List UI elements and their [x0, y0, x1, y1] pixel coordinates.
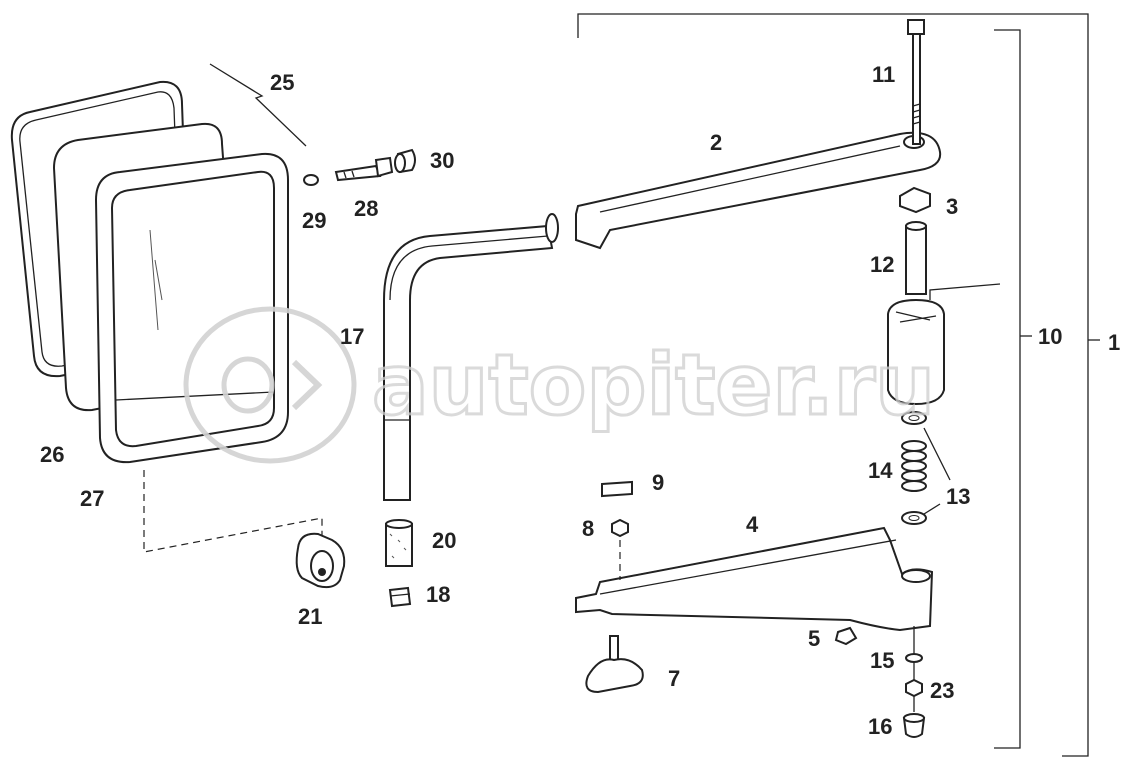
autopiter-watermark: autopiter.ru	[183, 306, 936, 464]
knob-7	[585, 635, 644, 694]
nut-3	[899, 186, 931, 214]
label-28: 28	[354, 196, 378, 221]
pivot-housing	[887, 283, 1001, 406]
label-20: 20	[432, 528, 456, 553]
label-21: 21	[298, 604, 322, 629]
label-30: 30	[430, 148, 454, 173]
label-17: 17	[340, 324, 364, 349]
label-9: 9	[652, 470, 664, 495]
washer-15	[905, 653, 923, 663]
label-27: 27	[80, 486, 104, 511]
mirror-to-clamp-leader	[143, 470, 323, 553]
label-18: 18	[426, 582, 450, 607]
label-1: 1	[1108, 330, 1120, 355]
assembly-bracket-10	[994, 29, 1032, 749]
label-10: 10	[1038, 324, 1062, 349]
upper-arm-2	[575, 131, 942, 250]
label-5: 5	[808, 626, 820, 651]
label-11: 11	[872, 62, 895, 87]
label-26: 26	[40, 442, 64, 467]
bolt-11	[907, 19, 925, 145]
label-13: 13	[946, 484, 970, 509]
assembly-bracket-1	[577, 13, 1100, 757]
label-3: 3	[946, 194, 958, 219]
label-12: 12	[870, 252, 894, 277]
label-16: 16	[868, 714, 892, 739]
washer-13-upper	[901, 411, 927, 425]
pin-12	[905, 221, 927, 295]
label-23: 23	[930, 678, 954, 703]
sleeve-20	[385, 519, 413, 567]
lower-arm-4	[575, 526, 934, 632]
part-labels: 1 2 3 4 5 7 8 9 10 11 12 13 14 15 16 17 …	[40, 62, 1120, 739]
watermark-text: autopiter.ru	[372, 336, 935, 434]
callout-13-b	[923, 503, 941, 515]
washer-29	[303, 174, 319, 186]
label-7: 7	[668, 666, 680, 691]
autopiter-logo-icon	[183, 306, 357, 464]
label-29: 29	[302, 208, 326, 233]
nut-8	[611, 518, 629, 580]
clamp-21	[295, 532, 346, 589]
mirror-seal-27	[94, 152, 289, 464]
label-4: 4	[746, 512, 759, 537]
label-2: 2	[710, 130, 722, 155]
nut-23	[905, 678, 923, 698]
spring-14	[901, 440, 927, 492]
label-15: 15	[870, 648, 894, 673]
cap-16	[902, 713, 926, 738]
nut-5	[834, 626, 858, 646]
label-14: 14	[868, 458, 893, 483]
washer-13-lower	[901, 511, 927, 525]
callout-13	[923, 427, 951, 481]
nut-18	[388, 586, 412, 608]
pad-9	[601, 480, 633, 498]
rod-17	[383, 213, 559, 501]
callout-25	[209, 63, 307, 147]
screw-28	[334, 156, 394, 182]
label-25: 25	[270, 70, 294, 95]
cap-30	[394, 148, 416, 174]
label-8: 8	[582, 516, 594, 541]
